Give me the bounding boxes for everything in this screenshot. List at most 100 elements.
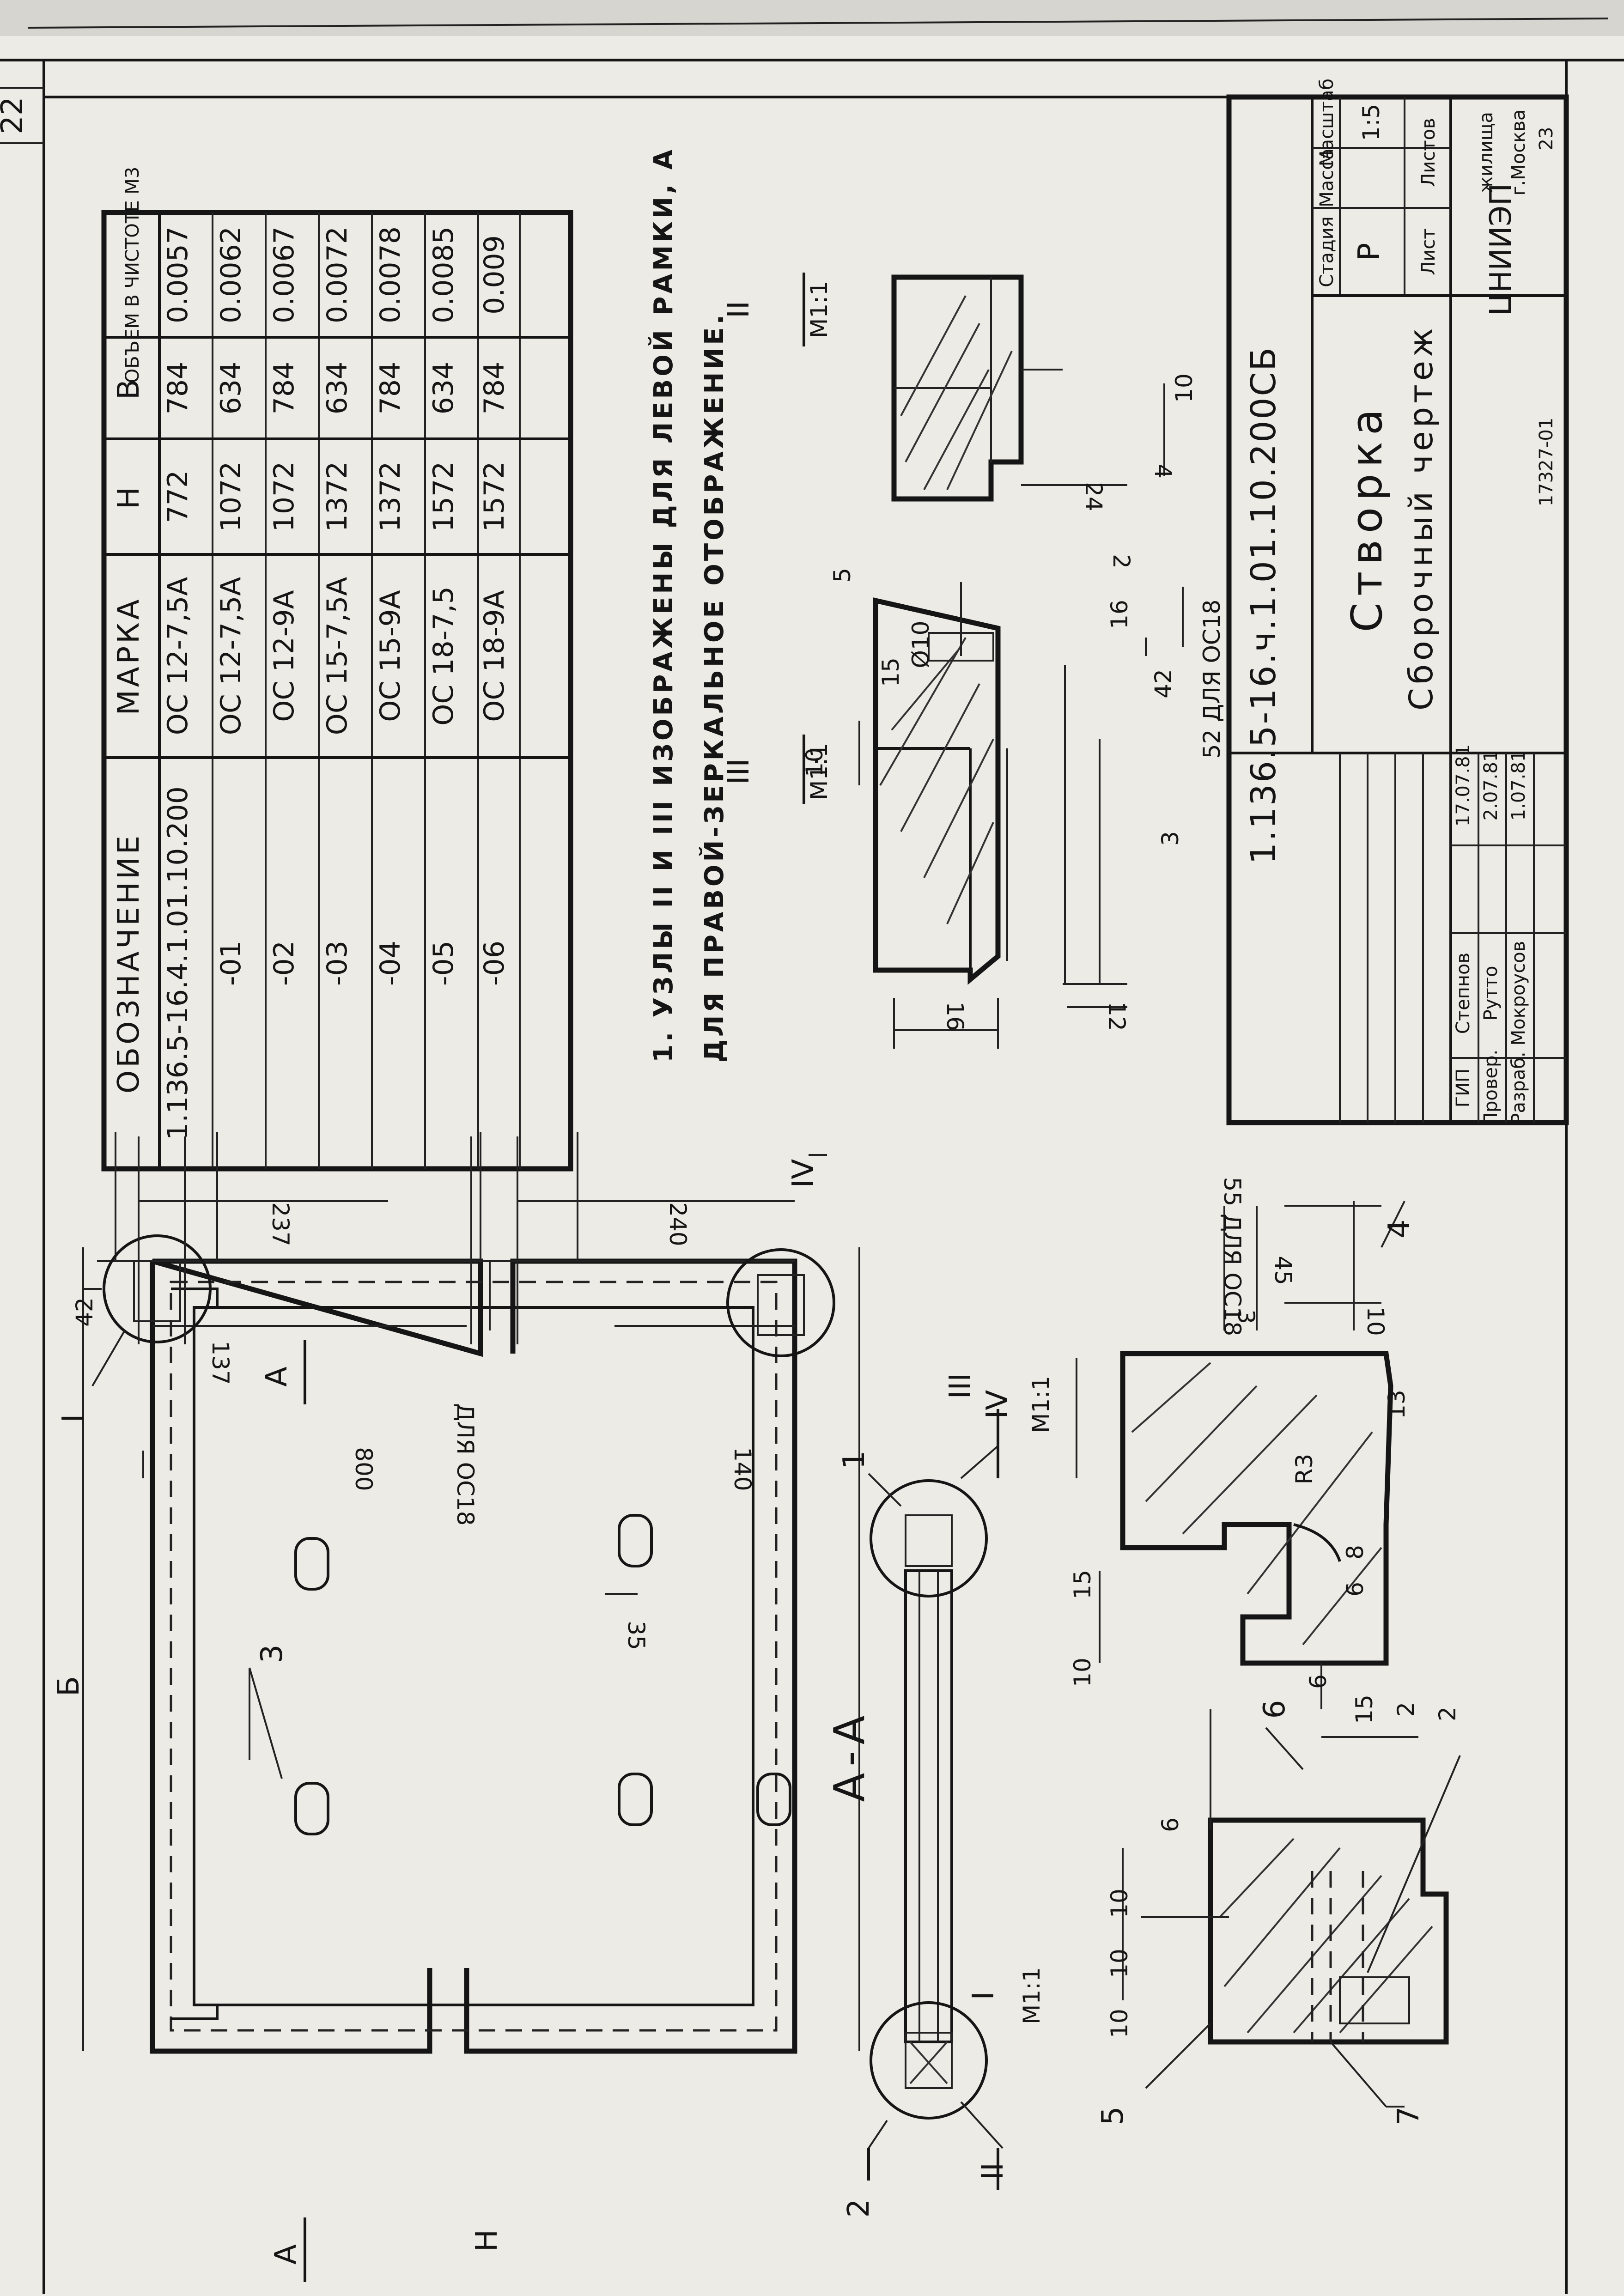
spec-cell: 0.0062	[215, 226, 247, 323]
dim-800: 800	[350, 1447, 377, 1491]
label-B: Б	[52, 1676, 86, 1696]
scale-node-II: М1:1	[806, 281, 833, 338]
node-III-detail	[873, 582, 1101, 985]
dim-n2-10: 10	[1171, 373, 1198, 403]
dim-n3-42: 42	[1150, 669, 1177, 699]
profile-strip	[83, 1132, 835, 1387]
tb-scale: 1:5	[1358, 104, 1385, 141]
spec-cell: ОС 15-9А	[374, 590, 407, 722]
spec-cell: 634	[215, 362, 247, 415]
dim-n4-45: 45	[1270, 1256, 1296, 1285]
dim-35: 35	[623, 1621, 650, 1650]
dim-n3-10: 10	[801, 747, 828, 777]
tb-role-date: 17.07.81	[1453, 744, 1474, 826]
pos-4: 4	[1382, 1220, 1417, 1239]
dim-n3-d10: Ø10	[907, 621, 934, 668]
scale-node-III: М1:1	[806, 743, 833, 800]
spec-cell: -04	[374, 941, 407, 986]
dim-n2-24: 24	[1080, 482, 1107, 511]
spec-cell: 784	[162, 362, 194, 415]
dim-for-oc18: ДЛЯ ОС18	[452, 1403, 479, 1525]
spec-cell: 0.0078	[374, 226, 407, 323]
tb-mass-label: Масса	[1316, 148, 1338, 207]
spec-cell: 1372	[321, 462, 353, 532]
spec-cell: 0.0072	[321, 226, 353, 323]
spec-cell: 0.009	[478, 235, 511, 315]
dim-n3-15: 15	[877, 657, 904, 687]
spec-cell: 1572	[478, 462, 511, 532]
tb-stage-label: Стадия	[1316, 216, 1338, 287]
label-H: Н	[470, 2229, 504, 2252]
archive-number: 17327-01	[1536, 418, 1557, 507]
spec-cell: 634	[321, 362, 353, 415]
spec-cell: 0.0067	[268, 226, 300, 323]
label-node-II: II	[722, 301, 756, 318]
tb-org: ЦНИИЭП	[1484, 183, 1518, 316]
spec-header: H	[112, 484, 146, 509]
note-line-1: 1. УЗЛЫ II И III ИЗОБРАЖЕНЫ ДЛЯ ЛЕВОЙ РА…	[648, 147, 679, 1063]
spec-cell: 1072	[215, 462, 247, 532]
radius-R3: R3	[1291, 1454, 1318, 1485]
tb-role-role: Провер.	[1480, 1050, 1502, 1126]
scale-node-IV: М1:1	[1028, 1376, 1054, 1433]
label-node-III-aa: III	[943, 1373, 978, 1399]
pos-7: 7	[1392, 2107, 1426, 2126]
spec-header: B	[112, 377, 146, 400]
tb-role-name: Степнов	[1453, 953, 1474, 1034]
format-number: 23	[1536, 127, 1557, 151]
dim-n4-55: 55 ДЛЯ ОС18	[1219, 1177, 1246, 1336]
label-node-IV: IV	[980, 1390, 1015, 1419]
dim-n3-16: 16	[1106, 600, 1133, 629]
dim-240: 240	[664, 1202, 691, 1246]
spec-cell: 784	[268, 362, 300, 415]
dim-n4-15: 15	[1069, 1570, 1096, 1599]
dim-n1-15: 15	[1351, 1695, 1378, 1724]
spec-cell: ОС 12-7,5А	[162, 577, 194, 735]
tb-role-role: ГИП	[1453, 1069, 1474, 1107]
node-II-detail	[891, 274, 1063, 502]
dim-n1-10c: 10	[1106, 1889, 1133, 1918]
spec-cell: ОС 12-9А	[268, 590, 300, 722]
spec-cell: -03	[321, 941, 353, 986]
drawing-subtitle: Сборочный чертеж	[1402, 324, 1440, 711]
spec-cell: 0.0085	[427, 226, 460, 323]
drawing-title: Створка	[1342, 403, 1392, 632]
dim-n2-2: 2	[1108, 554, 1135, 569]
dim-n2-12: 12	[1103, 1002, 1130, 1031]
spec-header: ОБОЗНАЧЕНИЕ	[112, 833, 146, 1093]
dim-n4-10: 10	[1069, 1658, 1096, 1687]
spec-cell: -02	[268, 941, 300, 986]
dim-n4-10b: 10	[1362, 1306, 1389, 1336]
spec-cell: -01	[215, 941, 247, 986]
spec-cell: ОС 18-9А	[478, 590, 511, 722]
spec-cell: 0.0057	[162, 226, 194, 323]
note-line-2: ДЛЯ ПРАВОЙ-ЗЕРКАЛЬНОЕ ОТОБРАЖЕНИЕ.	[699, 312, 730, 1063]
drawing-code: 1.136.5-16.ч.1.01.10.200СБ	[1244, 346, 1283, 864]
cut-A-bottom: А	[269, 2244, 303, 2265]
tb-stage: Р	[1352, 243, 1387, 261]
title-block	[1226, 94, 1569, 1125]
dim-237: 237	[267, 1202, 294, 1246]
section-A-A-label: А-А	[825, 1709, 874, 1802]
label-node-III: III	[722, 759, 756, 785]
spec-header: МАРКА	[112, 597, 146, 716]
tb-scale-label: Масштаб	[1316, 79, 1338, 166]
section-A-A	[867, 1409, 1004, 2190]
node-IV-detail	[1076, 1201, 1405, 1709]
pos-5: 5	[1096, 2107, 1130, 2126]
spec-cell: ОС 15-7,5А	[321, 577, 353, 735]
label-node-IV-top: IV	[786, 1159, 821, 1188]
label-node-II-aa: II	[976, 2162, 1010, 2180]
main-frame-view	[82, 1247, 860, 2282]
spec-header: ОБЪЕМ В ЧИСТОТЕ М3	[122, 167, 143, 383]
dim-42: 42	[71, 1297, 98, 1327]
dim-137: 137	[207, 1341, 234, 1385]
dim-n1-6: 6	[1157, 1817, 1184, 1832]
spec-cell: 784	[374, 362, 407, 415]
tb-role-date: 1.07.81	[1508, 750, 1529, 821]
spec-cell: 1572	[427, 462, 460, 532]
dim-n3-3: 3	[1157, 831, 1184, 846]
pos-3: 3	[255, 1645, 289, 1664]
